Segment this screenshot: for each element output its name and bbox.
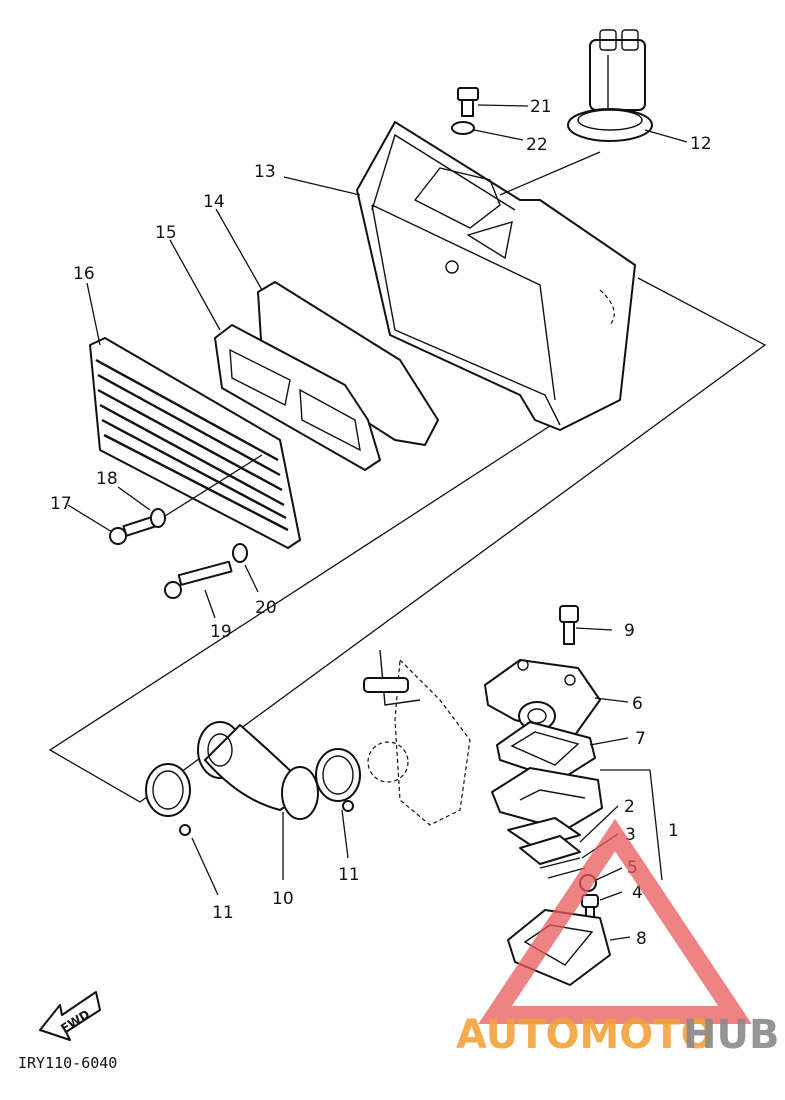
callout-21: 21 [530, 97, 552, 117]
gasket-7 [496, 721, 596, 781]
air-filter-cover-16 [89, 337, 301, 549]
air-filter-case-13 [356, 121, 636, 431]
leader-lines [67, 104, 688, 941]
clamp-11-right [315, 748, 361, 812]
callout-17: 17 [50, 494, 72, 514]
callout-10: 10 [272, 889, 294, 909]
screw-19 [164, 560, 233, 599]
callout-18: 18 [96, 469, 118, 489]
callout-14: 14 [203, 192, 225, 212]
screw-axis-line [164, 454, 263, 517]
washer-18 [150, 508, 166, 528]
callout-13: 13 [254, 162, 276, 182]
screw-4 [581, 894, 599, 918]
callout-2: 2 [624, 797, 635, 817]
clamp-11-left [145, 763, 191, 836]
watermark-triangle-icon [478, 818, 752, 1024]
callout-11-right: 11 [338, 865, 360, 885]
crankcase-outline [363, 649, 471, 826]
callout-16: 16 [73, 264, 95, 284]
reed-valve-assembly-1 [491, 767, 603, 879]
callout-19: 19 [210, 622, 232, 642]
carburetor-joint-6 [484, 659, 601, 736]
assembly-boundary-line [48, 277, 767, 803]
watermark-text-hub: HUB [683, 1012, 779, 1058]
drawing-code: IRY110-6040 [18, 1054, 117, 1072]
fwd-arrow-icon: FWD [39, 991, 101, 1041]
bolt-9 [559, 605, 579, 645]
washer-20 [232, 543, 248, 563]
gasket-7-opening [510, 731, 580, 766]
callout-1: 1 [668, 821, 679, 841]
callout-22: 22 [526, 135, 548, 155]
callout-15: 15 [155, 223, 177, 243]
watermark-logo: AUTOMOTO HUB [456, 818, 779, 1058]
intake-joint-12 [567, 29, 653, 142]
washer-22 [451, 121, 475, 135]
screw-17 [109, 515, 158, 545]
bolt-21 [457, 87, 479, 117]
callout-12: 12 [690, 134, 712, 154]
element-guide-15 [214, 324, 381, 471]
callout-7: 7 [635, 729, 646, 749]
callout-3: 3 [625, 825, 636, 845]
callout-11-left: 11 [212, 903, 234, 923]
callout-20: 20 [255, 598, 277, 618]
intake-duct-10 [197, 721, 319, 820]
watermark-text-automoto: AUTOMOTO [456, 1012, 715, 1058]
callout-4: 4 [632, 883, 643, 903]
callout-9: 9 [624, 621, 635, 641]
callout-8: 8 [636, 929, 647, 949]
callout-6: 6 [632, 694, 643, 714]
